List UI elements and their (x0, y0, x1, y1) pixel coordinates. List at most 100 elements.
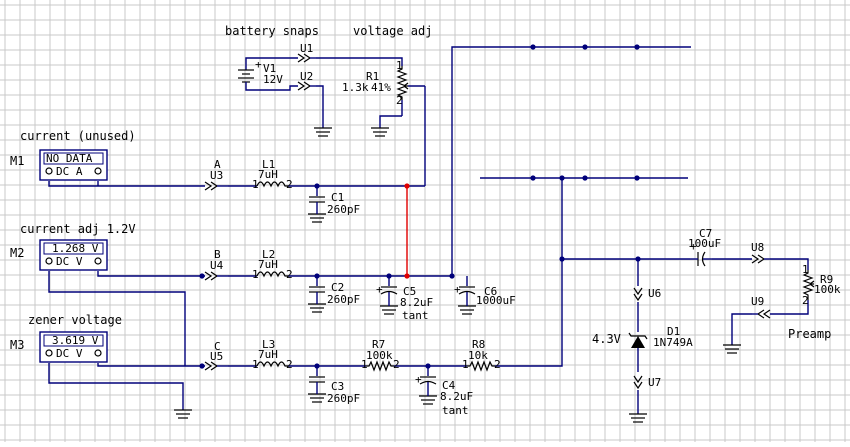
inductor-l1[interactable]: 1 2 L1 7uH (252, 158, 293, 191)
zener-diode-d1[interactable]: D1 1N749A (628, 325, 693, 349)
connector-arrow-icon (633, 375, 643, 390)
junction-dot (559, 256, 565, 262)
resistor-r8[interactable]: 1 2 R8 10k (462, 338, 501, 372)
current-unused-label: current (unused) (20, 129, 136, 143)
connector-u9[interactable]: U9 (751, 295, 771, 319)
pin-label: 1 (802, 263, 809, 276)
capacitor-c1[interactable]: C1 260pF (309, 191, 360, 216)
pin-label: 2 (396, 94, 403, 107)
connector-u6[interactable]: U6 (633, 287, 661, 302)
meter-terminal-icon (94, 257, 102, 265)
meter-terminal-icon (94, 167, 102, 175)
wire (48, 271, 186, 366)
pin-label: 1 (361, 358, 368, 371)
pin-label: 2 (286, 178, 293, 191)
junction-dot (386, 273, 392, 279)
inductor-ref: L1 (262, 158, 275, 171)
resistor-r7[interactable]: 1 2 R7 100k (361, 338, 400, 372)
meter-display (43, 152, 104, 165)
connector-u1[interactable]: U1 (297, 42, 316, 63)
connector-label: U8 (751, 241, 764, 254)
wiper-arrow-icon (403, 82, 409, 90)
polarity-plus-icon: + (454, 283, 461, 296)
capacitor-curved-plate-icon (380, 290, 398, 295)
capacitor-c3[interactable]: C3 260pF (309, 376, 360, 405)
pin-label: 2 (494, 358, 501, 371)
capacitor-c6[interactable]: + C6 1000uF (454, 283, 516, 307)
connector-arrow-icon (297, 53, 312, 63)
capacitor-ref: C1 (331, 191, 344, 204)
meter-ref: M3 (10, 338, 24, 352)
meter-m1[interactable]: M1 NO DATA DC A (10, 149, 108, 181)
rail-label-c: C (214, 340, 221, 353)
capacitor-ref: C7 (699, 227, 712, 240)
connector-u4[interactable]: B U4 (204, 248, 228, 281)
capacitor-c7[interactable]: + C7 100uF (688, 227, 721, 267)
capacitor-c5[interactable]: + C5 8.2uF tant (376, 283, 433, 322)
wire (731, 313, 752, 345)
resistor-value: 10k (468, 349, 488, 362)
junction-dot (199, 363, 205, 369)
wire (48, 181, 205, 187)
wire (495, 178, 563, 367)
resistor-value: 100k (366, 349, 393, 362)
connector-u3[interactable]: A U3 (204, 158, 228, 191)
connector-u5[interactable]: C U5 (204, 340, 228, 371)
inductor-value: 7uH (258, 168, 278, 181)
resistor-zigzag-icon (366, 360, 394, 372)
junction-dot (530, 44, 536, 50)
junction-dot (314, 183, 320, 189)
pin-label: 2 (393, 358, 400, 371)
inductor-ref: L3 (262, 338, 275, 351)
connector-u2[interactable]: U2 (297, 70, 316, 91)
junction-dot (559, 175, 565, 181)
battery-ref: V1 (263, 62, 276, 75)
pin-label: 1 (396, 59, 403, 72)
inductor-l2[interactable]: 1 2 L2 7uH (252, 248, 293, 281)
pin-label: 2 (286, 268, 293, 281)
capacitor-c4[interactable]: + C4 8.2uF tant (415, 373, 473, 417)
battery-plus-icon: + (255, 58, 262, 71)
wire (245, 57, 298, 62)
connector-label: U2 (300, 70, 313, 83)
resistor-ref: R7 (372, 338, 385, 351)
capacitor-value: 260pF (327, 293, 360, 306)
pin-label: 1 (252, 358, 259, 371)
connector-u8[interactable]: U8 (751, 241, 770, 264)
potentiometer-r1[interactable]: 1 2 R1 1.3k 41% (342, 59, 409, 107)
junction-dot (314, 363, 320, 369)
junction-dot-selected (404, 273, 410, 279)
wire (770, 258, 809, 270)
meter-terminal-icon (45, 349, 53, 357)
battery-snaps-label: battery snaps (225, 24, 319, 38)
connector-arrow-icon (756, 309, 771, 319)
resistor-zigzag-icon (467, 360, 495, 372)
voltage-adj-label: voltage adj (353, 24, 432, 38)
battery-v1[interactable]: + V1 12V (238, 58, 283, 86)
connector-arrow-icon (633, 287, 643, 302)
ground-icon (371, 127, 389, 137)
connector-label: U3 (210, 169, 223, 182)
pin-label: 1 (462, 358, 469, 371)
potentiometer-r9[interactable]: 1 2 R9 100k (802, 263, 841, 307)
ground-icon (314, 127, 332, 137)
capacitor-c2[interactable]: C2 260pF (309, 281, 360, 306)
junction-dot (634, 175, 640, 181)
resistor-ref: R8 (472, 338, 485, 351)
capacitor-note: tant (442, 404, 469, 417)
inductor-l3[interactable]: 1 2 L3 7uH (252, 338, 293, 371)
meter-m2[interactable]: M2 1.268 V DC V (10, 239, 108, 271)
diode-value: 1N749A (653, 336, 693, 349)
meter-m3[interactable]: M3 3.619 V DC V (10, 331, 108, 363)
zener-voltage-value: 4.3V (592, 332, 621, 346)
capacitor-value: 260pF (327, 203, 360, 216)
wire (451, 46, 691, 276)
pot-ref: R9 (820, 273, 833, 286)
capacitor-ref: C6 (484, 285, 497, 298)
ground-icon (419, 395, 437, 405)
connector-label: U6 (648, 287, 661, 300)
connector-u7[interactable]: U7 (633, 375, 661, 390)
zener-voltage-label: zener voltage (28, 313, 122, 327)
meter-mode: DC A (56, 165, 83, 178)
